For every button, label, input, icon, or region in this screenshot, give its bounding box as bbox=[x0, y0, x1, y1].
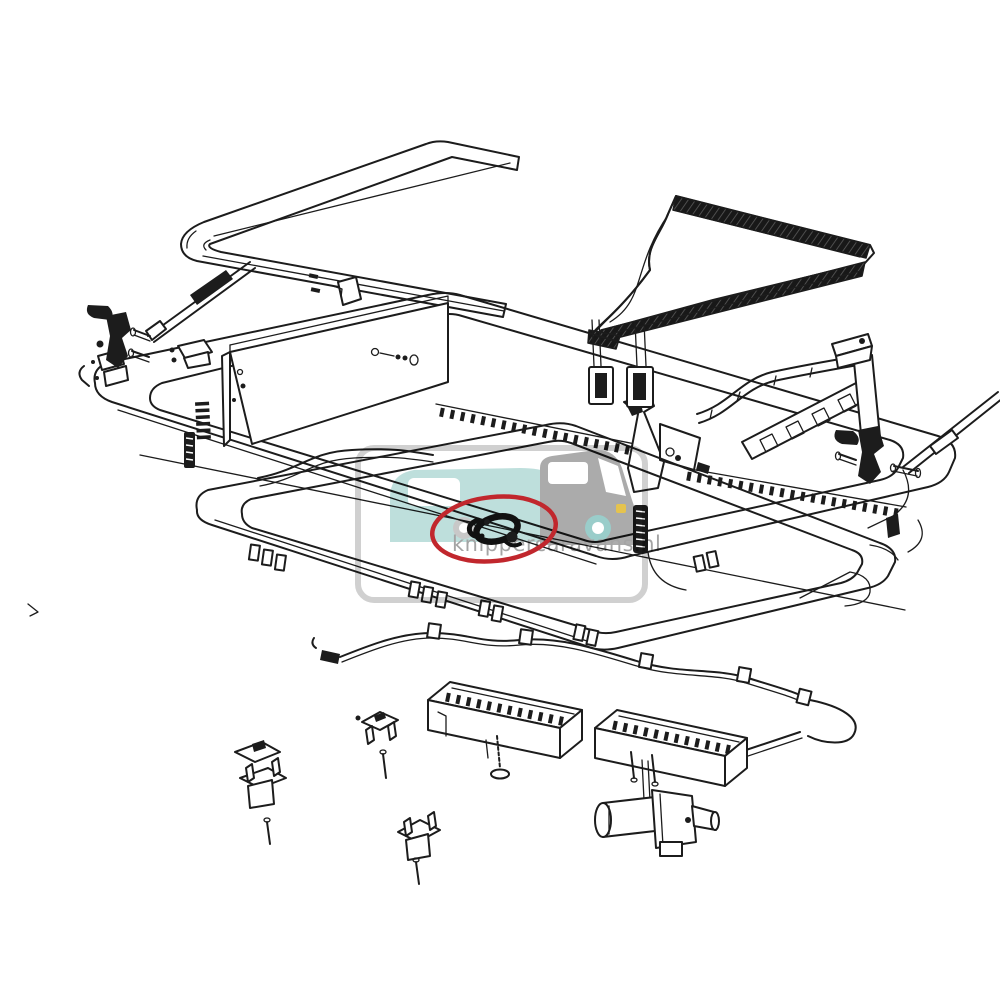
bottom-parts bbox=[234, 622, 857, 885]
drive-block-right bbox=[594, 709, 748, 802]
screw-a bbox=[379, 749, 387, 779]
screw-c bbox=[263, 817, 271, 845]
label-strip-left bbox=[184, 432, 195, 468]
lock-lever-right bbox=[858, 426, 884, 484]
motor-unit bbox=[594, 789, 720, 857]
inner-ceiling-frame bbox=[184, 422, 897, 651]
spring-clip-right bbox=[834, 430, 859, 445]
left-hinge-parts bbox=[86, 261, 256, 441]
main-frame-assembly bbox=[78, 273, 957, 611]
bracket-clamp-b bbox=[397, 811, 441, 885]
pin-left-2 bbox=[127, 348, 150, 363]
gear-rack-left bbox=[435, 403, 661, 461]
bracket-clamp-c bbox=[234, 740, 287, 845]
slotted-rail-right bbox=[741, 333, 881, 460]
curved-guide-arm bbox=[696, 355, 859, 424]
screw-long bbox=[485, 735, 510, 780]
drive-sockets bbox=[588, 319, 654, 408]
motorhome-wheel-hub bbox=[592, 522, 604, 534]
caravan-window bbox=[408, 478, 460, 506]
headlight bbox=[616, 504, 626, 513]
front-right-corner bbox=[867, 469, 923, 561]
motorhome-window bbox=[548, 462, 588, 484]
lock-lever-left bbox=[106, 312, 131, 368]
right-hinge-parts bbox=[834, 391, 1000, 484]
pins-under-block bbox=[630, 751, 659, 802]
rear-hinge-wall bbox=[221, 295, 449, 447]
bracket-clamp-a bbox=[355, 711, 399, 779]
hinge-bracket-left bbox=[169, 339, 213, 369]
pleated-blind-panel bbox=[587, 195, 875, 350]
gear-rack-right bbox=[683, 467, 907, 519]
hinge-clamp bbox=[308, 273, 362, 306]
lift-rod-right bbox=[902, 391, 999, 468]
caravan-wheel-hub bbox=[459, 523, 469, 533]
tick-mark bbox=[27, 603, 39, 617]
screw-b bbox=[412, 857, 420, 885]
drive-block-left bbox=[427, 681, 583, 780]
inner-guide-rail bbox=[257, 448, 434, 479]
motorhome-windshield bbox=[598, 458, 626, 496]
pin-left-1 bbox=[129, 327, 151, 342]
watermark-border bbox=[355, 445, 648, 603]
highlight-ellipse bbox=[429, 494, 559, 564]
pin-right-2 bbox=[889, 463, 922, 479]
pin-right-1 bbox=[834, 451, 857, 466]
highlighted-crank-part bbox=[466, 513, 522, 548]
